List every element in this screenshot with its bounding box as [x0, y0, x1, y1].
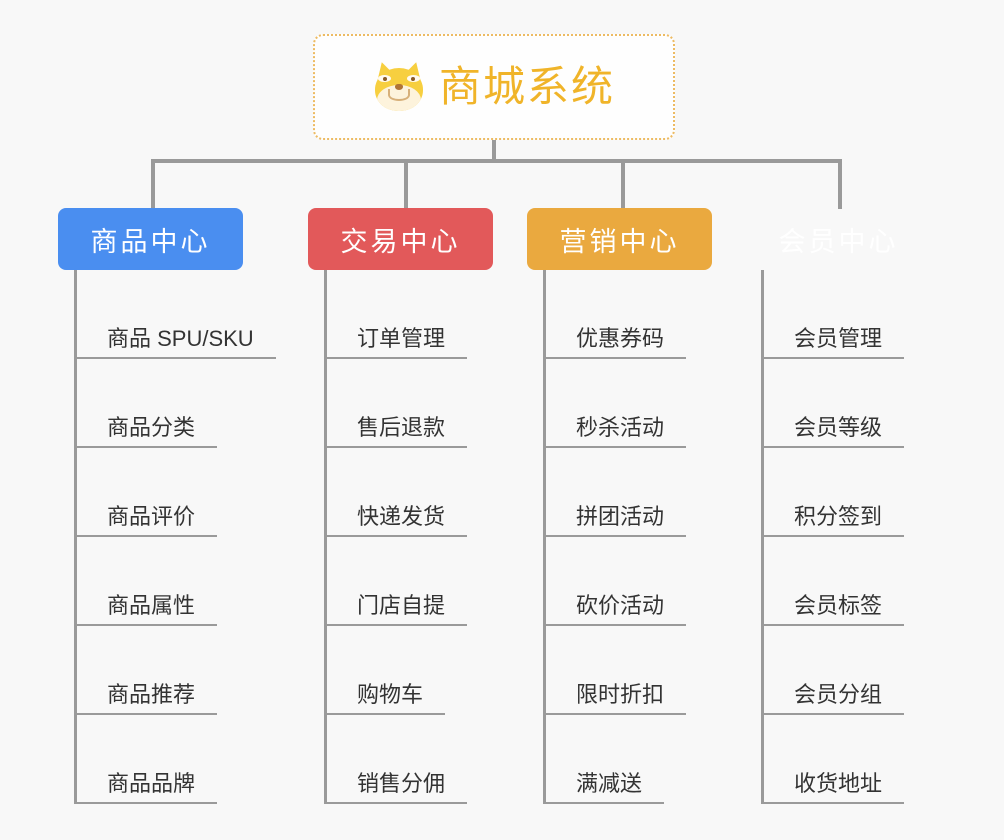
leaf-item[interactable]: 快递发货	[327, 448, 493, 537]
horizontal-bus-connector	[151, 159, 838, 163]
category-label: 交易中心	[340, 226, 461, 257]
leaf-item[interactable]: 会员等级	[764, 359, 932, 448]
leaf-item[interactable]: 商品 SPU/SKU	[77, 270, 276, 359]
leaf-list-product-center: 商品 SPU/SKU 商品分类商品评价商品属性商品推荐商品品牌	[74, 270, 276, 804]
category-label: 会员中心	[778, 226, 899, 257]
leaf-item[interactable]: 优惠券码	[546, 270, 712, 359]
leaf-item-label: 商品 SPU/SKU	[77, 326, 276, 359]
leaf-item[interactable]: 会员分组	[764, 626, 932, 715]
root-node[interactable]: 商城系统	[313, 34, 675, 140]
drop-connector-member-center	[838, 159, 842, 209]
leaf-item[interactable]: 门店自提	[327, 537, 493, 626]
leaf-item[interactable]: 会员管理	[764, 270, 932, 359]
leaf-item-label: 拼团活动	[546, 504, 687, 537]
column-member-center: 会员中心会员管理会员等级积分签到会员标签会员分组收货地址	[745, 208, 932, 804]
leaf-item-label: 快递发货	[327, 504, 468, 537]
leaf-item-label: 订单管理	[327, 326, 468, 359]
leaf-item-label: 商品推荐	[77, 682, 218, 715]
leaf-item-label: 会员等级	[764, 415, 905, 448]
column-product-center: 商品中心商品 SPU/SKU 商品分类商品评价商品属性商品推荐商品品牌	[58, 208, 276, 804]
leaf-list-member-center: 会员管理会员等级积分签到会员标签会员分组收货地址	[761, 270, 932, 804]
leaf-item-label: 满减送	[546, 771, 665, 804]
leaf-item[interactable]: 商品推荐	[77, 626, 243, 715]
leaf-item[interactable]: 砍价活动	[546, 537, 712, 626]
leaf-item[interactable]: 销售分佣	[327, 715, 493, 804]
drop-connector-product-center	[151, 159, 155, 209]
root-stem-connector	[492, 140, 496, 162]
leaf-item[interactable]: 限时折扣	[546, 626, 712, 715]
leaf-list-trade-center: 订单管理售后退款快递发货门店自提购物车销售分佣	[324, 270, 493, 804]
leaf-item-label: 门店自提	[327, 593, 468, 626]
leaf-item-label: 商品分类	[77, 415, 218, 448]
leaf-item-label: 商品评价	[77, 504, 218, 537]
drop-connector-marketing-center	[621, 159, 625, 209]
leaf-item-label: 秒杀活动	[546, 415, 687, 448]
shiba-dog-face-icon	[373, 59, 425, 112]
leaf-item-label: 售后退款	[327, 415, 468, 448]
leaf-item-label: 会员管理	[764, 326, 905, 359]
leaf-item-label: 商品品牌	[77, 771, 218, 804]
leaf-item-label: 积分签到	[764, 504, 905, 537]
leaf-item[interactable]: 会员标签	[764, 537, 932, 626]
leaf-item-label: 会员标签	[764, 593, 905, 626]
root-title: 商城系统	[438, 63, 615, 110]
leaf-item-label: 销售分佣	[327, 771, 468, 804]
leaf-item[interactable]: 商品品牌	[77, 715, 243, 804]
category-label: 商品中心	[90, 226, 211, 257]
leaf-item[interactable]: 商品分类	[77, 359, 243, 448]
category-box-member-center[interactable]: 会员中心	[745, 208, 932, 270]
leaf-item[interactable]: 秒杀活动	[546, 359, 712, 448]
leaf-item-label: 商品属性	[77, 593, 218, 626]
leaf-item-label: 购物车	[327, 682, 446, 715]
leaf-item[interactable]: 购物车	[327, 626, 493, 715]
column-trade-center: 交易中心订单管理售后退款快递发货门店自提购物车销售分佣	[308, 208, 493, 804]
category-box-marketing-center[interactable]: 营销中心	[527, 208, 712, 270]
leaf-item[interactable]: 拼团活动	[546, 448, 712, 537]
leaf-list-marketing-center: 优惠券码秒杀活动拼团活动砍价活动限时折扣满减送	[543, 270, 712, 804]
leaf-item-label: 优惠券码	[546, 326, 687, 359]
category-box-product-center[interactable]: 商品中心	[58, 208, 243, 270]
leaf-item-label: 砍价活动	[546, 593, 687, 626]
column-marketing-center: 营销中心优惠券码秒杀活动拼团活动砍价活动限时折扣满减送	[527, 208, 712, 804]
leaf-item[interactable]: 商品评价	[77, 448, 243, 537]
leaf-item-label: 收货地址	[764, 771, 905, 804]
category-box-trade-center[interactable]: 交易中心	[308, 208, 493, 270]
drop-connector-trade-center	[404, 159, 408, 209]
leaf-item[interactable]: 积分签到	[764, 448, 932, 537]
category-label: 营销中心	[559, 226, 680, 257]
leaf-item[interactable]: 售后退款	[327, 359, 493, 448]
leaf-item-label: 会员分组	[764, 682, 905, 715]
leaf-item[interactable]: 收货地址	[764, 715, 932, 804]
leaf-item[interactable]: 商品属性	[77, 537, 243, 626]
leaf-item-label: 限时折扣	[546, 682, 687, 715]
leaf-item[interactable]: 订单管理	[327, 270, 493, 359]
leaf-item[interactable]: 满减送	[546, 715, 712, 804]
